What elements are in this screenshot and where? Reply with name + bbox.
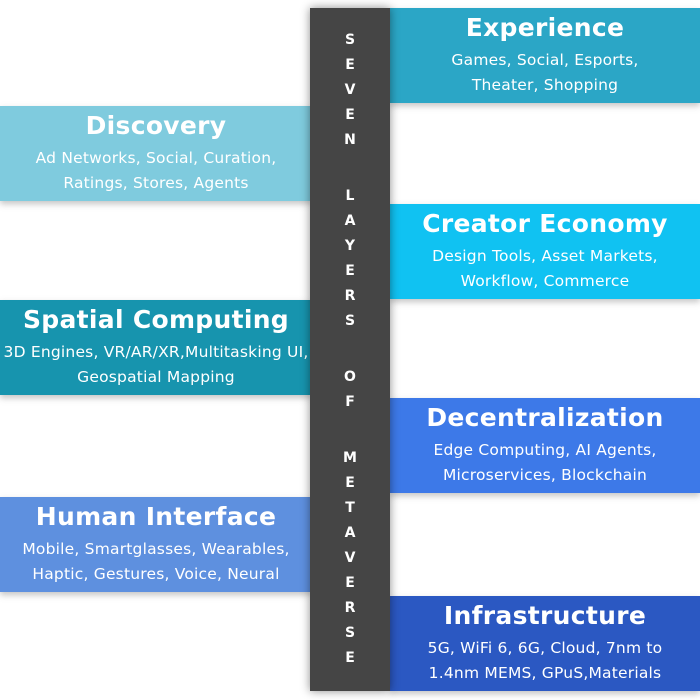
title-word-metaverse: METAVERSE xyxy=(343,450,357,666)
layer-items: 3D Engines, VR/AR/XR,Multitasking UI, Ge… xyxy=(3,343,309,386)
title-word-of: OF xyxy=(344,369,356,410)
layer-band-discovery: Discovery Ad Networks, Social, Curation,… xyxy=(0,106,312,201)
layer-items: Ad Networks, Social, Curation, Ratings, … xyxy=(35,149,277,192)
layer-items: Edge Computing, AI Agents, Microservices… xyxy=(433,441,657,484)
layer-title: Spatial Computing xyxy=(22,305,289,334)
layer-items: Games, Social, Esports, Theater, Shoppin… xyxy=(451,51,639,94)
layer-band-decentralization: Decentralization Edge Computing, AI Agen… xyxy=(390,398,700,493)
layer-title: Discovery xyxy=(85,111,227,140)
title-bar-seven-layers-of-metaverse: SEVEN LAYERS OF METAVERSE xyxy=(310,8,390,691)
layer-items: 5G, WiFi 6, 6G, Cloud, 7nm to 1.4nm MEMS… xyxy=(427,639,663,682)
layer-band-human-interface: Human Interface Mobile, Smartglasses, We… xyxy=(0,497,312,592)
layer-title: Decentralization xyxy=(426,403,664,432)
layer-title: Infrastructure xyxy=(443,601,647,630)
layer-items: Mobile, Smartglasses, Wearables, Haptic,… xyxy=(22,540,290,583)
layer-band-experience: Experience Games, Social, Esports, Theat… xyxy=(390,8,700,103)
title-word-seven: SEVEN xyxy=(344,32,356,148)
layer-band-infrastructure: Infrastructure 5G, WiFi 6, 6G, Cloud, 7n… xyxy=(390,596,700,691)
layer-band-spatial-computing: Spatial Computing 3D Engines, VR/AR/XR,M… xyxy=(0,300,312,395)
layer-title: Creator Economy xyxy=(422,209,668,238)
layer-items: Design Tools, Asset Markets, Workflow, C… xyxy=(432,247,658,290)
layer-title: Experience xyxy=(465,13,625,42)
title-word-layers: LAYERS xyxy=(344,188,356,329)
layer-title: Human Interface xyxy=(35,502,277,531)
layer-band-creator-economy: Creator Economy Design Tools, Asset Mark… xyxy=(390,204,700,299)
